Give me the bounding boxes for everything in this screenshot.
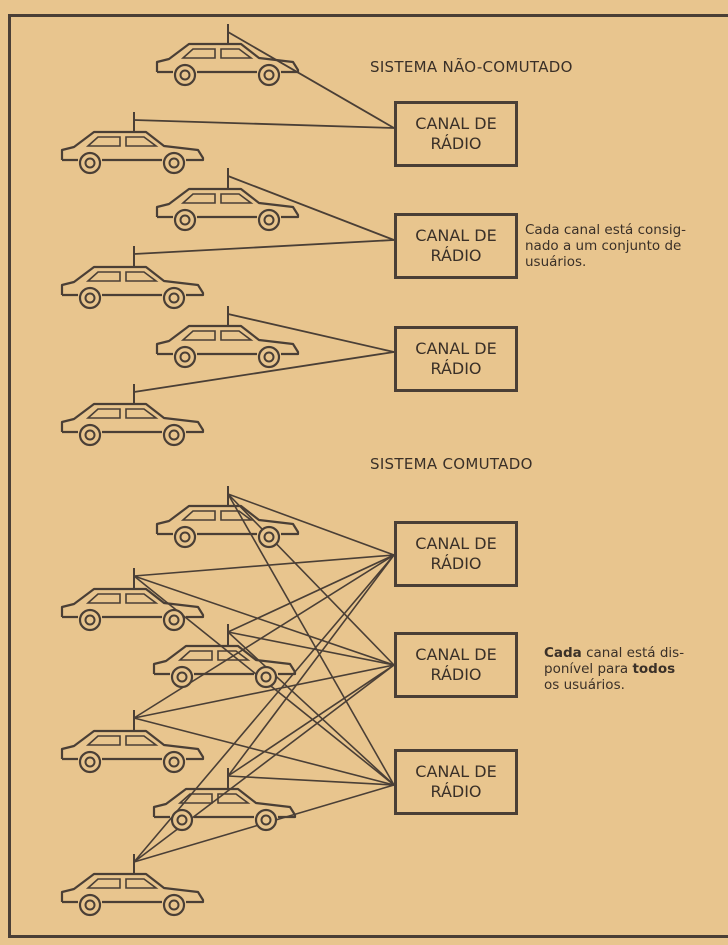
channel-label-line2: RÁDIO — [430, 782, 482, 801]
radio-channel-box-4: CANAL DE RÁDIO — [394, 521, 518, 587]
radio-link-line — [227, 493, 395, 786]
radio-channel-box-1: CANAL DE RÁDIO — [394, 101, 518, 167]
radio-link-line — [227, 31, 395, 129]
radio-channel-box-2: CANAL DE RÁDIO — [394, 213, 518, 279]
channel-label-line1: CANAL DE — [415, 534, 497, 553]
radio-link-line — [133, 554, 395, 719]
note-line-2: ponível para todos — [544, 661, 684, 677]
channel-label-line2: RÁDIO — [430, 134, 482, 153]
vehicles — [60, 24, 300, 917]
car-icon — [60, 872, 205, 917]
note-text: ponível para — [544, 661, 633, 677]
title-non-switched-system: SISTEMA NÃO-COMUTADO — [370, 58, 573, 76]
car-icon — [60, 130, 205, 175]
note-line-3: os usuários. — [544, 677, 625, 693]
channel-label-line1: CANAL DE — [415, 645, 497, 664]
car-icon — [152, 644, 297, 689]
channel-label-line2: RÁDIO — [430, 246, 482, 265]
radio-link-line — [227, 493, 395, 556]
radio-link-line — [227, 664, 395, 777]
radio-link-line — [133, 575, 395, 666]
car-icon — [60, 729, 205, 774]
car-icon — [152, 787, 297, 832]
channel-label-line2: RÁDIO — [430, 359, 482, 378]
car-icon — [60, 402, 205, 447]
radio-link-line — [133, 664, 395, 719]
radio-link-line — [227, 554, 395, 633]
title-switched-system: SISTEMA COMUTADO — [370, 455, 533, 473]
radio-link-line — [227, 631, 395, 786]
radio-channel-box-6: CANAL DE RÁDIO — [394, 749, 518, 815]
radio-channel-box-3: CANAL DE RÁDIO — [394, 326, 518, 392]
channel-label-line1: CANAL DE — [415, 762, 497, 781]
radio-link-line — [133, 119, 395, 129]
channel-label-line1: CANAL DE — [415, 339, 497, 358]
note-line-1: Cada canal está dis- — [544, 645, 684, 661]
radio-link-line — [227, 775, 395, 786]
note-line: nado a um conjunto de — [525, 238, 682, 254]
car-icon — [60, 265, 205, 310]
radio-link-line — [133, 239, 395, 255]
car-icon — [155, 187, 300, 232]
radio-link-line — [133, 351, 395, 393]
note-bold-word: todos — [632, 661, 676, 677]
radio-link-line — [227, 175, 395, 241]
radio-link-line — [227, 554, 395, 777]
note-switched: Cada canal está dis- ponível para todos … — [544, 645, 684, 693]
note-line: Cada canal está consig- — [525, 222, 687, 238]
note-bold-word: Cada — [544, 645, 582, 661]
radio-link-line — [227, 631, 395, 666]
diagram-frame — [8, 14, 728, 938]
radio-channel-box-5: CANAL DE RÁDIO — [394, 632, 518, 698]
radio-link-line — [227, 493, 395, 666]
channel-label-line2: RÁDIO — [430, 554, 482, 573]
channel-label-line2: RÁDIO — [430, 665, 482, 684]
radio-link-line — [133, 554, 395, 577]
channel-label-line1: CANAL DE — [415, 226, 497, 245]
radio-link-line — [227, 313, 395, 353]
note-non-switched: Cada canal está consig- nado a um conjun… — [525, 222, 686, 270]
car-icon — [60, 587, 205, 632]
car-icon — [155, 504, 300, 549]
note-text: canal está dis- — [581, 645, 685, 661]
car-icon — [155, 324, 300, 369]
channel-label-line1: CANAL DE — [415, 114, 497, 133]
note-line: usuários. — [525, 254, 587, 270]
car-icon — [155, 42, 300, 87]
